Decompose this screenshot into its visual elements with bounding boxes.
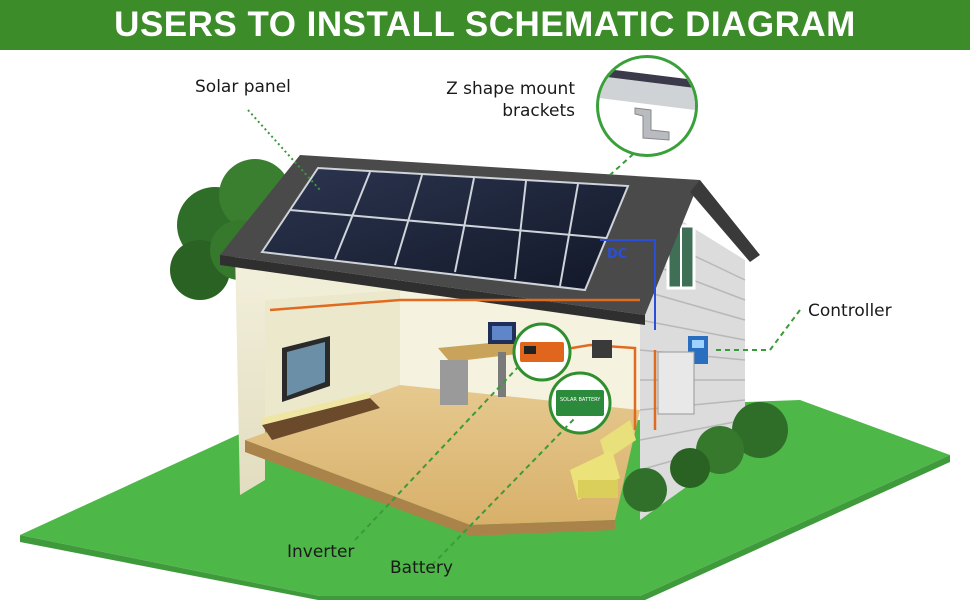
dc-label: DC: [607, 247, 627, 262]
breaker-box: [658, 352, 694, 414]
label-controller: Controller: [808, 300, 892, 322]
z-bracket-icon: [599, 58, 695, 154]
battery-brand: SOLAR BATTERY: [560, 397, 601, 403]
label-inverter: Inverter: [287, 541, 354, 563]
label-z-bracket-line1: Z shape mount: [420, 78, 575, 100]
battery-icon: [556, 390, 604, 416]
z-bracket-inset: [596, 55, 698, 157]
label-solar-panel: Solar panel: [195, 76, 291, 98]
label-z-bracket-line2: brackets: [420, 100, 575, 122]
wall-meter: [592, 340, 612, 358]
label-battery: Battery: [390, 557, 453, 579]
house-left-wall: [235, 250, 265, 495]
label-z-bracket: Z shape mount brackets: [420, 78, 575, 122]
